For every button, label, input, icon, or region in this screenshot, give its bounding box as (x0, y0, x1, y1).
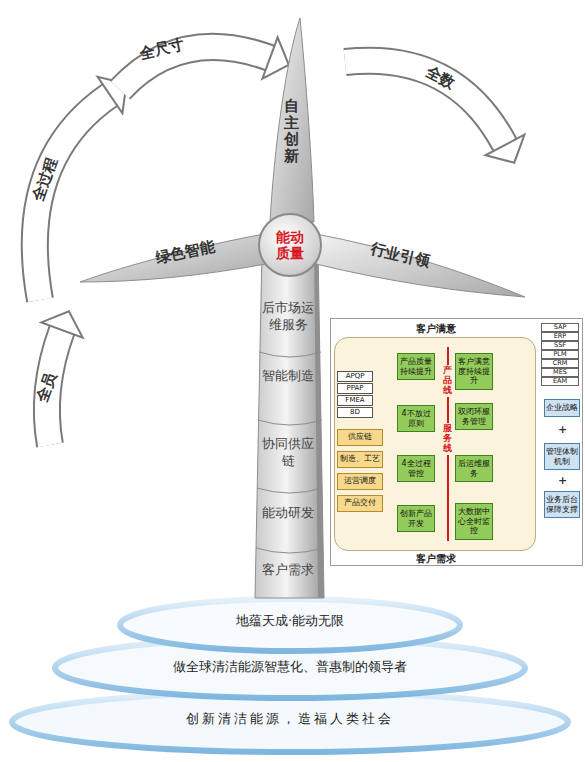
node-text: 能动质量 (275, 229, 304, 261)
process-box: 4不放过原则 (397, 405, 435, 432)
node-text: 大数据中心全时监控 (458, 507, 490, 536)
tower-segment: 协同供应链 (258, 436, 318, 470)
node-text: 4全过程管控 (400, 459, 432, 478)
node-text: PPAP (346, 385, 363, 392)
method-box: FMEA (337, 395, 373, 406)
blades (80, 18, 525, 297)
system-box: PLM (541, 350, 579, 359)
node-text: 做全球清洁能源智慧化、普惠制的领导者 (173, 658, 407, 676)
system-box: SSF (541, 341, 579, 350)
node-text: SAP (554, 324, 567, 331)
process-box: 双闭环服务管理 (455, 403, 493, 430)
node-text: MES (553, 369, 567, 376)
node-text: 后运维服务 (458, 459, 490, 478)
system-box: ERP (541, 332, 579, 341)
quality-panel: 客户满意客户需求 APQP PPAP FMEA 8D 供应链制造、工艺运营调度产品交付 产品… (330, 318, 583, 566)
system-box: SAP (541, 323, 579, 332)
support-box: 管理体制机制 (544, 443, 580, 470)
node-text: 客户需求 (351, 552, 521, 566)
process-box: 产品质量持续提升 (397, 353, 435, 380)
node-text: 地蕴天成·能动无限 (236, 612, 344, 630)
system-box: MES (541, 368, 579, 377)
process-box: 供应链 (337, 429, 383, 446)
curved-arrows (35, 37, 525, 445)
process-box: 客户满意度持续提升 (455, 353, 493, 390)
process-box: 产品交付 (337, 495, 383, 512)
support-box: 业务后台保障支撑 (544, 491, 580, 518)
node-text: 客户满意度持续提升 (458, 357, 490, 386)
blade-label: 自主创新 (281, 98, 301, 164)
node-text: 双闭环服务管理 (458, 407, 490, 426)
node-text: 创新清洁能源，造福人类社会 (186, 710, 394, 728)
node-text: 协同供应链 (258, 436, 318, 470)
process-box: 大数据中心全时监控 (455, 503, 493, 540)
node-text: 4不放过原则 (400, 409, 432, 428)
plus-sign: + (558, 423, 567, 436)
node-text: 业务后台保障支撑 (546, 495, 578, 514)
node-text: EAM (553, 378, 567, 385)
tower-segment: 能动研发 (258, 505, 318, 522)
line-label: 产品线 (443, 365, 452, 397)
ground-ring: 做全球清洁能源智慧化、普惠制的领导者 (60, 658, 520, 676)
line-label: 服务线 (443, 423, 452, 455)
process-box: 创新产品开发 (397, 505, 435, 532)
tower (255, 250, 324, 598)
process-box: 后运维服务 (455, 455, 493, 482)
process-box: 运营调度 (337, 473, 383, 490)
node-text: 制造、工艺 (340, 455, 380, 463)
node-text: 管理体制机制 (546, 447, 578, 466)
method-box: 8D (337, 407, 373, 418)
node-text: ERP (554, 333, 567, 340)
ground-ring: 地蕴天成·能动无限 (130, 612, 450, 630)
hub-circle: 能动质量 (258, 213, 322, 277)
node-text: 智能制造 (262, 368, 314, 385)
support-box: 企业战略 (544, 399, 580, 417)
node-text: 全数 (422, 62, 457, 93)
node-text: SSF (554, 342, 566, 349)
tower-segment: 客户需求 (258, 562, 318, 579)
tower-segment: 智能制造 (258, 368, 318, 385)
node-text: 后市场运维服务 (258, 300, 318, 334)
node-text: APQP (346, 373, 365, 380)
node-text: 供应链 (348, 433, 372, 441)
method-box: PPAP (337, 383, 373, 394)
process-box: 制造、工艺 (337, 451, 383, 468)
node-text: 企业战略 (546, 403, 578, 413)
node-text: PLM (553, 351, 566, 358)
ground-rings (12, 599, 568, 752)
ground-ring: 创新清洁能源，造福人类社会 (40, 710, 540, 728)
node-text: 自主创新 (284, 98, 299, 164)
node-text: 产品交付 (344, 499, 376, 507)
tower-segment: 后市场运维服务 (258, 300, 318, 334)
node-text: 客户满意 (351, 322, 521, 336)
node-text: 创新产品开发 (400, 509, 432, 528)
node-text: 8D (350, 409, 360, 416)
node-text: 运营调度 (344, 477, 376, 485)
node-text: 能动研发 (262, 505, 314, 522)
plus-sign: + (558, 474, 567, 487)
node-text: CRM (553, 360, 568, 367)
method-box: APQP (337, 371, 373, 382)
node-text: 客户需求 (262, 562, 314, 579)
system-box: EAM (541, 377, 579, 386)
node-text: 产品质量持续提升 (400, 357, 432, 376)
node-text: FMEA (345, 397, 364, 404)
process-box: 4全过程管控 (397, 455, 435, 482)
system-box: CRM (541, 359, 579, 368)
